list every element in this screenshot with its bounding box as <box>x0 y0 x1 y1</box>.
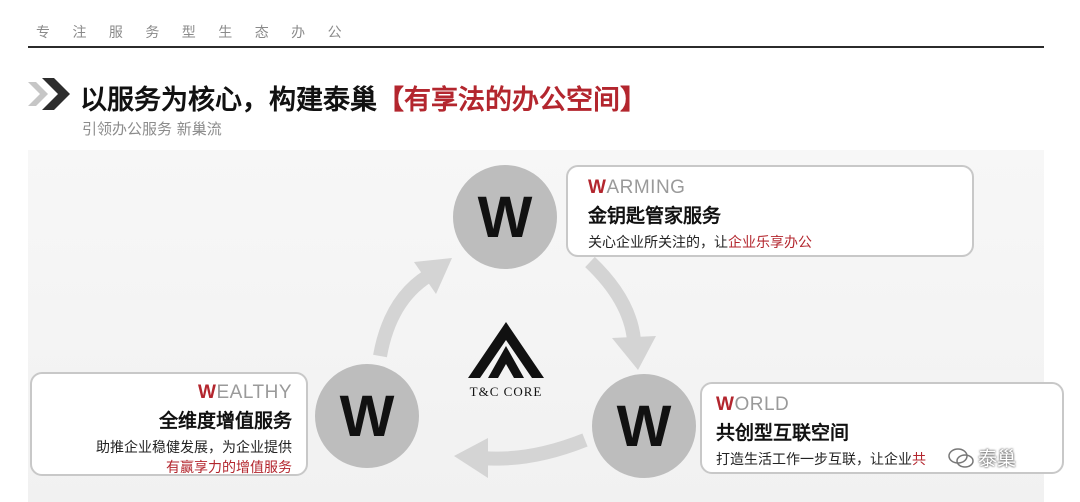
desc-highlight: 有赢享力的增值服务 <box>166 460 292 476</box>
title-main: 以服务为核心，构建泰巢 <box>80 85 377 116</box>
double-chevron-icon <box>28 78 70 110</box>
core-triangle-icon <box>468 322 544 378</box>
card-wealthy-desc: 助推企业稳健发展，为企业提供 <box>96 440 292 456</box>
desc-plain: 关心企业所关注的，让 <box>588 235 728 251</box>
heading-initial: W <box>716 394 735 415</box>
core-label: T&C CORE <box>469 384 543 399</box>
card-warming-name: 金钥匙管家服务 <box>588 205 722 227</box>
card-warming: WARMING 金钥匙管家服务 关心企业所关注的，让企业乐享办公 <box>566 165 974 257</box>
node-top: W <box>453 165 557 269</box>
card-wealthy-name: 全维度增值服务 <box>158 410 292 432</box>
card-world-heading: WORLD <box>716 394 1062 416</box>
watermark: 泰巢 <box>948 444 1016 471</box>
core-logo: T&C CORE <box>458 320 554 404</box>
card-world-desc: 打造生活工作一步互联，让企业共 <box>716 449 1062 469</box>
card-wealthy: WEALTHY 全维度增值服务 助推企业稳健发展，为企业提供 有赢享力的增值服务 <box>30 372 308 476</box>
arrow-right-to-left <box>454 433 588 478</box>
heading-rest: ORLD <box>734 394 790 415</box>
page-title: 以服务为核心，构建泰巢【有享法的办公空间】 <box>80 78 647 117</box>
node-right: W <box>592 374 696 478</box>
heading-rest: EALTHY <box>216 382 292 403</box>
tagline: 专 注 服 务 型 生 态 办 公 <box>36 25 351 41</box>
watermark-text: 泰巢 <box>978 448 1017 470</box>
card-world-name: 共创型互联空间 <box>716 422 850 444</box>
desc-highlight: 企业乐享办公 <box>728 235 812 251</box>
wechat-icon <box>948 447 974 468</box>
heading-initial: W <box>588 177 607 198</box>
arrow-left-to-top <box>373 258 452 358</box>
card-wealthy-desc-highlight: 有赢享力的增值服务 <box>32 457 292 477</box>
card-warming-desc: 关心企业所关注的，让企业乐享办公 <box>588 232 972 252</box>
node-left: W <box>315 364 419 468</box>
desc-highlight: 共 <box>912 452 926 468</box>
card-world: WORLD 共创型互联空间 打造生活工作一步互联，让企业共 <box>700 382 1064 474</box>
heading-rest: ARMING <box>606 177 686 198</box>
heading-initial: W <box>198 382 217 403</box>
card-warming-heading: WARMING <box>588 177 972 199</box>
arrow-top-to-right <box>585 256 656 370</box>
title-highlight: 【有享法的办公空间】 <box>377 85 647 116</box>
top-rule <box>28 46 1044 48</box>
card-wealthy-heading: WEALTHY <box>32 382 292 404</box>
page-subtitle: 引领办公服务 新巢流 <box>82 120 222 138</box>
desc-plain: 打造生活工作一步互联，让企业 <box>716 452 912 468</box>
